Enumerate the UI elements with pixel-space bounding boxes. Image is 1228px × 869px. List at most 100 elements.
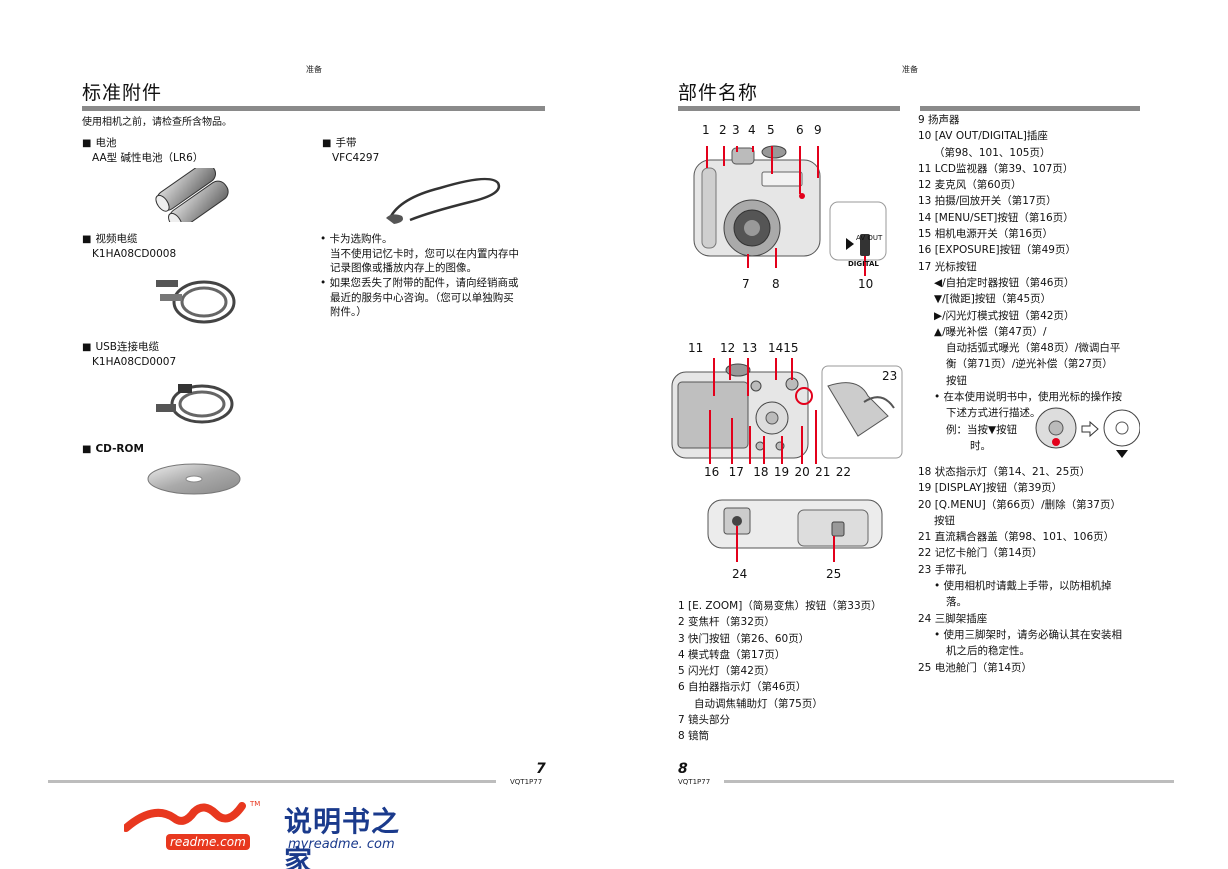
digital-label: DIGITAL [848,260,879,268]
cursor-example: 例：当按▼按钮 [946,423,1018,436]
callout-number: 16 [704,465,720,479]
part-item: 2 变焦杆（第32页） [678,616,775,629]
title-underline [678,106,900,111]
page-code: VQT1P77 [510,778,543,786]
accessory-name: 电池 [95,137,117,149]
part-item: 10 [AV OUT/DIGITAL]插座 [918,130,1048,143]
cursor-button-item: ▼/[微距]按钮（第45页） [934,293,1052,306]
part-note: • 使用相机时请戴上手带，以防相机掉 [934,580,1112,593]
camera-back-image [671,358,903,464]
part-item: 9 扬声器 [918,114,960,126]
part-item-continued: 按钮 [946,374,967,387]
cursor-note: • 在本使用说明书中，使用光标的操作按 [934,391,1123,404]
bullet-square: ■ [82,444,92,455]
callout-number: 9 [814,123,822,137]
part-item: 1 [E. ZOOM]（简易变焦）按钮（第33页） [678,600,882,612]
callout-number: 8 [772,277,780,291]
camera-front-diagram: 1 2 3 4 5 6 9 AV OUT DIGITAL 7 8 10 [692,122,892,292]
accessory-av-cable: ■视频电缆 K1HA08CD0008 [82,232,176,262]
accessory-battery: ■电池 AA型 碱性电池（LR6） [82,136,203,166]
section-label: 准备 [306,65,322,74]
bullet-square: ■ [82,234,92,245]
callout-number: 19 [773,465,790,479]
callout-number: 25 [826,567,842,581]
cursor-button-item: ▲/曝光补偿（第47页）/ [934,325,1047,338]
page-number: 8 [678,761,688,777]
callout-number: 13 [742,341,758,355]
callout-number: 23 [882,369,898,383]
accessory-name: 视频电缆 [95,233,138,245]
bullet-square: ■ [82,138,92,149]
note-lead: • 如果您丢失了附带的配件，请向经销商或 [320,277,519,290]
part-item: 3 快门按钮（第26、60页） [678,632,810,645]
part-item: 6 自拍器指示灯（第46页） [678,681,807,694]
parts-list-right-top: 9 扬声器 10 [AV OUT/DIGITAL]插座 （第98、101、105… [918,112,1148,454]
cam2-bottom-numbers: 16 17 18 19 20 21 22 [704,464,874,481]
part-item: 8 镜筒 [678,730,710,743]
callout-number: 4 [748,123,756,137]
bullet-square: ■ [82,342,92,353]
accessory-code: AA型 碱性电池（LR6） [92,152,204,164]
page-title: 标准附件 [82,82,163,104]
brand-url: myreadme. com [288,837,395,852]
note-line: 当不使用记忆卡时，您可以在内置内存中 [330,247,519,260]
part-item: 5 闪光灯（第42页） [678,665,775,678]
part-item: 7 镜头部分 [678,714,731,727]
note-lead: • 卡为选购件。 [320,233,393,245]
callout-number: 6 [796,123,804,137]
callout-number: 17 [728,465,744,479]
callout-number: 10 [858,277,874,291]
bullet-square: ■ [322,138,332,149]
callout-number: 12 [720,341,736,355]
accessory-name: 手带 [335,137,357,149]
part-item: 25 电池舱门（第14页） [918,661,1033,674]
readme-badge: readme.com [166,834,250,850]
part-item: 24 三脚架插座 [918,612,988,625]
part-item: 13 拍摄/回放开关（第17页） [918,195,1057,208]
part-item-continued: 按钮 [934,514,955,527]
cursor-button-item: ▶/闪光灯模式按钮（第42页） [934,309,1075,322]
part-item: 23 手带孔 [918,563,967,576]
note-line: 最近的服务中心咨询。（您可以单独购买 [330,291,514,304]
section-label: 准备 [902,65,918,74]
callout-number: 3 [732,123,740,137]
part-item-continued: 自动调焦辅助灯（第75页） [694,697,823,710]
part-item: 19 [DISPLAY]按钮（第39页） [918,482,1063,495]
camera-bottom-diagram: 24 25 [706,496,886,582]
part-item-continued: 自动括弧式曝光（第48页）/微调白平 [946,342,1121,355]
page-code: VQT1P77 [678,778,711,786]
cd-rom-image [147,463,241,495]
accessory-notes: • 卡为选购件。 当不使用记忆卡时，您可以在内置内存中 记录图像或播放内存上的图… [320,232,548,320]
footer-rule [724,780,1174,783]
part-note: 机之后的稳定性。 [946,645,1030,658]
part-item: 17 光标按钮 [918,260,977,273]
note-line: 附件。） [330,306,367,319]
accessory-name: USB连接电缆 [95,341,160,353]
part-item: 11 LCD监视器（第39、107页） [918,162,1074,175]
av-cable-image [156,280,236,324]
part-item: 22 记忆卡舱门（第14页） [918,547,1043,560]
part-item: 4 模式转盘（第17页） [678,648,786,661]
accessory-hand-strap: ■手带 VFC4297 [322,136,379,166]
camera-front-image [693,145,887,276]
part-note: 落。 [946,596,967,609]
accessory-cd-rom: ■CD-ROM [82,442,144,457]
usb-cable-image [156,384,234,424]
part-item: 15 相机电源开关（第16页） [918,228,1054,241]
swoosh-icon [124,802,246,832]
part-item: 14 [MENU/SET]按钮（第16页） [918,211,1074,224]
title-underline [82,106,545,111]
cursor-button-item: ◀/自拍定时器按钮（第46页） [934,276,1075,289]
cursor-example: 时。 [970,439,991,452]
callout-number: 20 [794,465,810,479]
page-title: 部件名称 [678,82,759,104]
part-item: 16 [EXPOSURE]按钮（第49页） [918,244,1076,257]
accessory-usb-cable: ■USB连接电缆 K1HA08CD0007 [82,340,176,370]
part-note: • 使用三脚架时，请务必确认其在安装相 [934,628,1123,641]
intro-text: 使用相机之前，请检查所含物品。 [82,117,232,128]
callout-number: 22 [835,465,852,479]
accessory-code: K1HA08CD0007 [92,356,177,368]
part-item-continued: （第98、101、105页） [934,146,1051,159]
part-item-continued: 衡（第71页）/逆光补偿（第27页） [946,358,1113,371]
callout-number: 1415 [768,341,799,355]
